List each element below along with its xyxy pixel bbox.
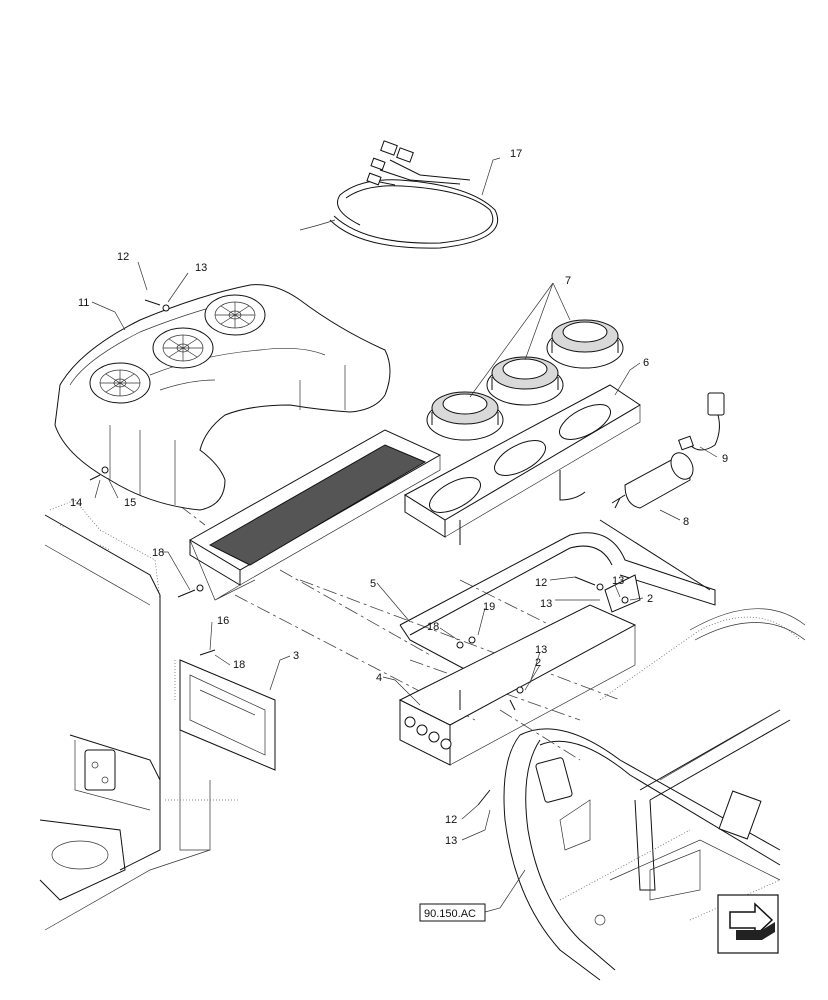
receiver-drier xyxy=(611,452,694,509)
callout-18: 18 xyxy=(233,659,245,671)
callout-12: 12 xyxy=(535,577,547,589)
callout-14: 14 xyxy=(70,497,82,509)
callout-7: 7 xyxy=(565,275,571,287)
callout-15: 15 xyxy=(124,497,136,509)
blower-fans xyxy=(426,319,624,441)
callout-12: 12 xyxy=(445,814,457,826)
callout-9: 9 xyxy=(722,453,728,465)
callout-13: 13 xyxy=(540,598,552,610)
callout-13: 13 xyxy=(612,575,624,587)
callout-3: 3 xyxy=(293,650,299,662)
blower-cover xyxy=(54,284,391,511)
cross-reference[interactable]: 90.150.AC xyxy=(419,903,486,922)
fan-2 xyxy=(486,356,564,406)
callout-13: 13 xyxy=(195,262,207,274)
callout-4: 4 xyxy=(376,672,382,684)
callout-2: 2 xyxy=(535,657,541,669)
fan-1 xyxy=(426,391,504,441)
evaporator-core xyxy=(398,604,637,766)
callout-8: 8 xyxy=(683,516,689,528)
cross-reference-label: 90.150.AC xyxy=(424,908,476,920)
callout-6: 6 xyxy=(643,357,649,369)
callout-12: 12 xyxy=(117,251,129,263)
callout-13: 13 xyxy=(445,835,457,847)
leader-lines xyxy=(91,157,718,913)
callout-11: 11 xyxy=(78,297,89,309)
evaporator-housing xyxy=(189,429,442,601)
pressure-switch xyxy=(678,392,725,451)
cover-grille-3 xyxy=(204,294,266,336)
callout-19: 19 xyxy=(483,601,495,613)
callout-13: 13 xyxy=(535,644,547,656)
support-bracket xyxy=(399,519,716,681)
callout-17: 17 xyxy=(510,148,522,160)
cab-frame-right xyxy=(503,608,806,981)
cover-grille-1 xyxy=(89,362,151,404)
callout-16: 16 xyxy=(217,615,229,627)
cover-grille-2 xyxy=(152,327,214,369)
callout-18: 18 xyxy=(152,547,164,559)
wire-harness xyxy=(299,140,499,249)
fan-3 xyxy=(546,319,624,369)
callout-18: 18 xyxy=(427,621,439,633)
callout-5: 5 xyxy=(370,578,376,590)
next-page-arrow-icon[interactable] xyxy=(717,894,779,954)
fan-mounting-plate xyxy=(404,384,641,545)
callout-2: 2 xyxy=(647,593,653,605)
fasteners xyxy=(89,299,629,806)
air-duct-outlet xyxy=(179,659,276,771)
cab-frame-left xyxy=(39,499,240,931)
